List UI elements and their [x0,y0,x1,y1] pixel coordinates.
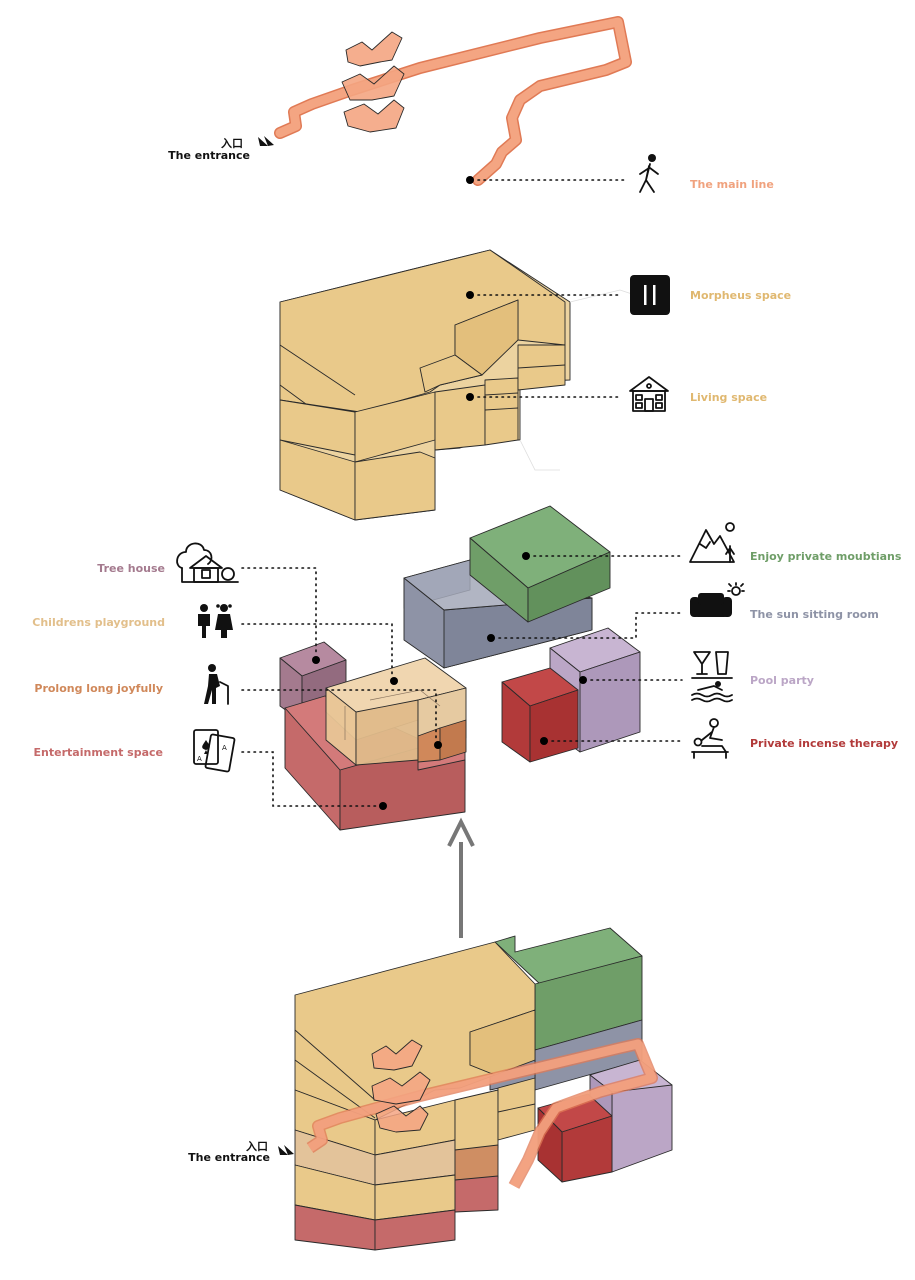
entrance-top: 入口 The entrance [168,136,274,162]
stair-lower [343,99,405,133]
morpheus-living-block [279,249,651,521]
entrance-bottom-arrow-icon [278,1145,294,1155]
entrance-arrow-icon [258,136,274,146]
prolong-leader [241,689,437,741]
explode-arrow [447,817,475,938]
entertainment-dot [379,802,387,810]
entrance-top-chinese: 入口 [221,137,243,150]
label-tree-house: Tree house [97,562,165,575]
label-living: Living space [690,391,767,404]
massage-icon [691,718,729,759]
elderly-person-icon [204,664,229,705]
entrance-bottom: 入口 The entrance [188,1140,294,1164]
main-line-dot [466,176,474,184]
playing-cards-icon: A A [193,729,236,773]
label-mountains: Enjoy private moubtians [750,550,902,563]
mountain-icon [689,522,735,563]
children-icon [198,604,233,638]
mountains-dot [522,552,530,560]
prolong-volume [417,719,467,763]
pool-party-icon [691,651,733,703]
incense-volume [501,667,579,763]
entrance-bottom-chinese: 入口 [246,1140,268,1153]
sun-room-leader [498,612,683,639]
roof-notch-floor [454,299,519,376]
childrens-playground-dot [390,677,398,685]
label-entertainment: Entertainment space [34,746,163,759]
morpheus-dot [466,291,474,299]
house-icon [629,376,669,412]
walking-person-icon [639,154,659,193]
sun-room-dot [487,634,495,642]
label-childrens-playground: Childrens playground [32,616,165,629]
stair-middle [341,65,405,101]
entrance-bottom-english: The entrance [188,1151,270,1164]
pool-party-dot [579,676,587,684]
label-incense: Private incense therapy [750,737,898,750]
childrens-playground-leader [241,623,393,677]
main-line-path [274,16,632,186]
label-pool-party: Pool party [750,674,814,687]
main-line-fill [275,17,631,185]
tree-house-icon [176,542,239,583]
label-sun-room: The sun sitting room [750,608,879,621]
living-dot [466,393,474,401]
tree-house-dot [312,656,320,664]
entrance-top-english: The entrance [168,149,250,162]
label-prolong: Prolong long joyfully [34,682,163,695]
tree-house-leader [241,567,317,655]
pause-sleep-icon [630,275,670,315]
svg-text:A: A [222,744,227,752]
assembled-main-line [306,1038,658,1189]
svg-text:A: A [197,755,202,763]
sofa-sun-icon [690,582,745,617]
mountains-volume [469,505,611,623]
incense-dot [540,737,548,745]
label-main-line: The main line [690,178,774,191]
label-morpheus: Morpheus space [690,289,791,302]
prolong-dot [434,741,442,749]
stair-upper [345,31,403,67]
